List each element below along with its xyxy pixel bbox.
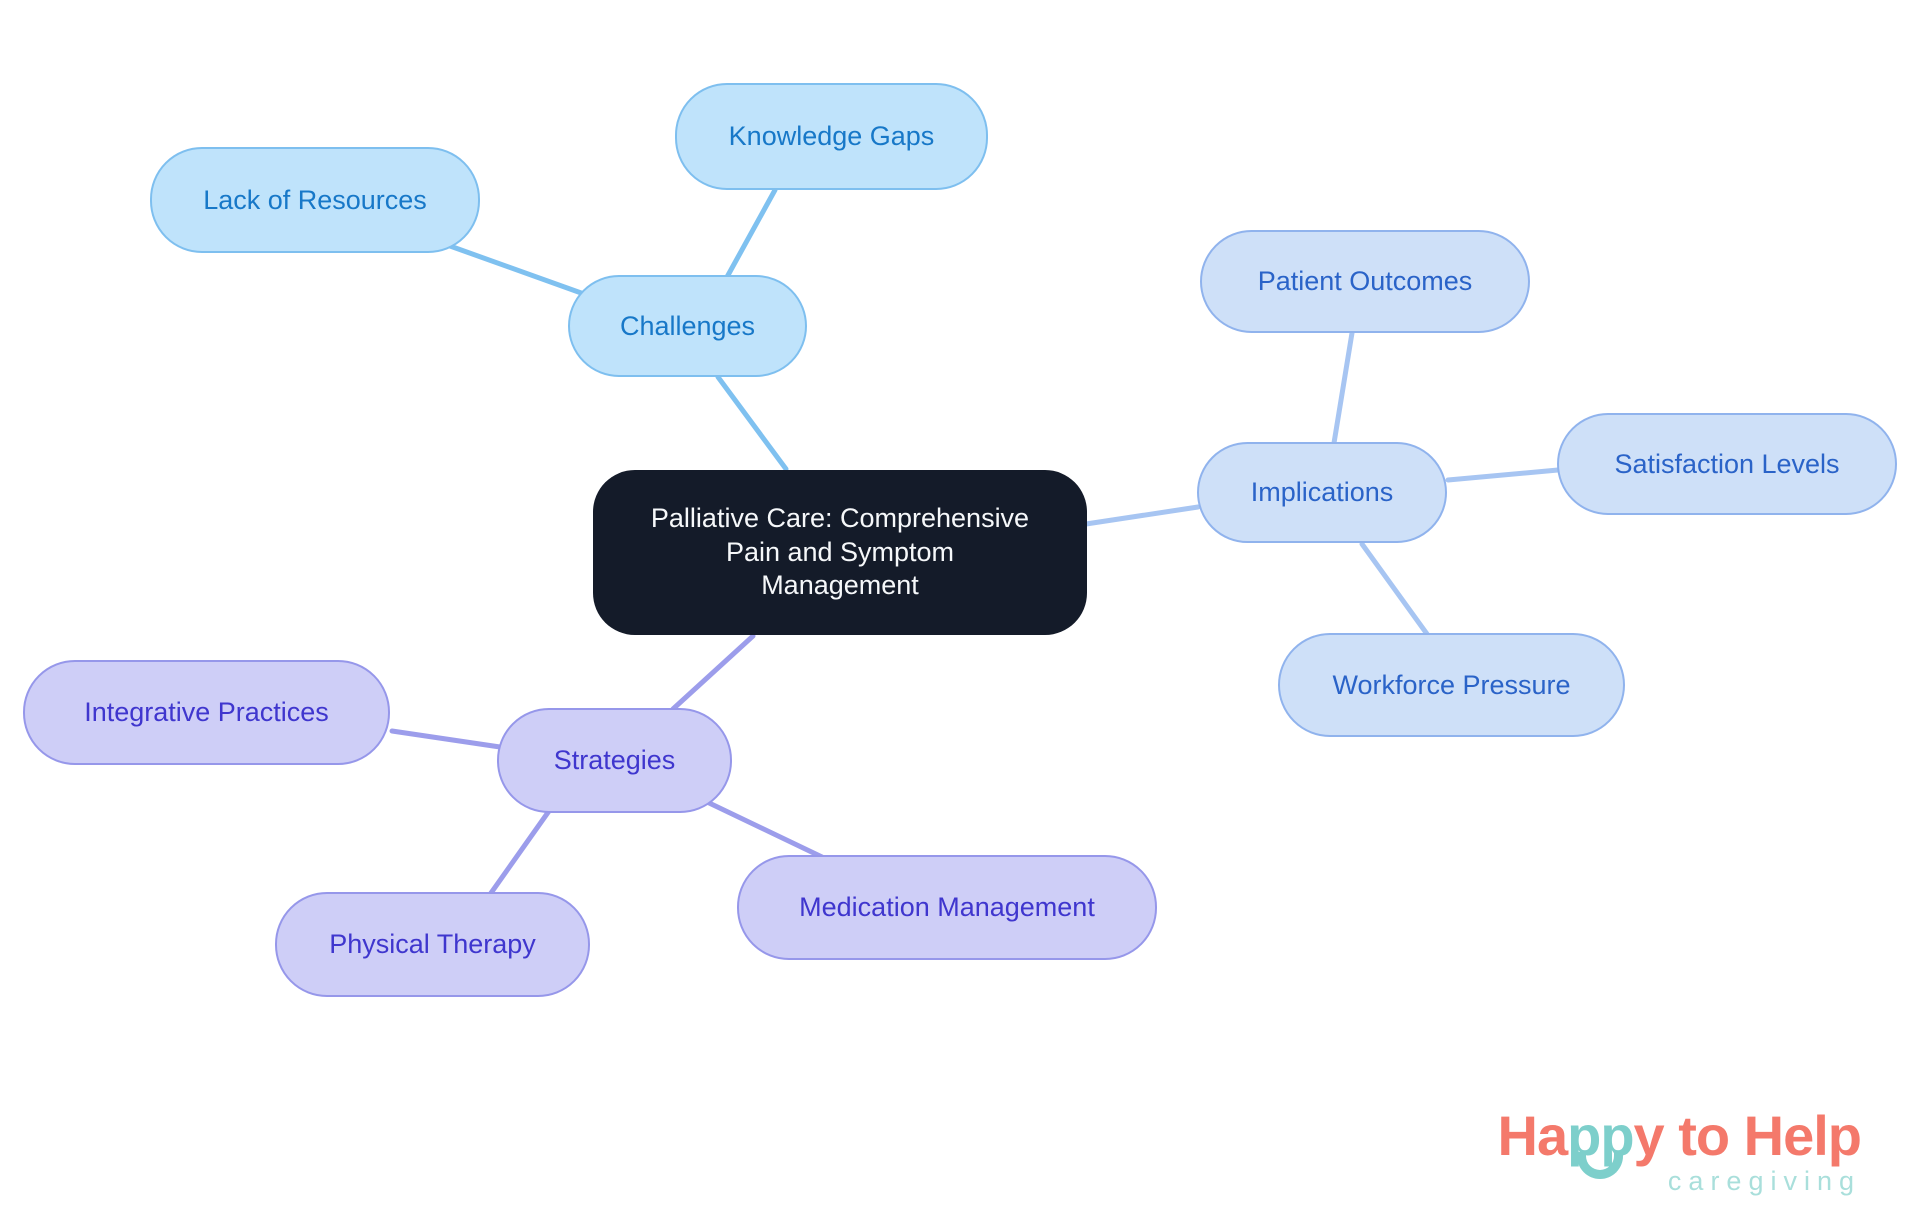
node-physical-therapy[interactable]: Physical Therapy bbox=[275, 892, 590, 997]
edge-challenges-to-center bbox=[715, 374, 789, 472]
node-label: Lack of Resources bbox=[203, 184, 427, 215]
logo-pp-wrap: pp bbox=[1567, 1108, 1635, 1179]
node-label: Satisfaction Levels bbox=[1614, 448, 1840, 479]
edge-implications-to-satisfaction-levels bbox=[1445, 467, 1561, 483]
node-medication-management[interactable]: Medication Management bbox=[737, 855, 1157, 960]
node-label: Medication Management bbox=[799, 892, 1095, 922]
node-knowledge-gaps[interactable]: Knowledge Gaps bbox=[675, 83, 988, 190]
node-central-topic[interactable]: Palliative Care: Comprehensive Pain and … bbox=[593, 470, 1087, 635]
logo-text-ha: Ha bbox=[1497, 1104, 1569, 1167]
node-label: Physical Therapy bbox=[329, 929, 536, 959]
node-label: Knowledge Gaps bbox=[728, 121, 935, 151]
node-implications[interactable]: Implications bbox=[1197, 442, 1447, 543]
logo-text-rest: y to Help bbox=[1633, 1104, 1862, 1167]
node-challenges[interactable]: Challenges bbox=[568, 275, 807, 377]
node-integrative-practices[interactable]: Integrative Practices bbox=[23, 660, 390, 765]
edge-lack-of-resources-to-challenges bbox=[447, 243, 587, 297]
central-topic-line-2: Pain and Symptom bbox=[725, 536, 955, 567]
edge-strategies-to-medication-management bbox=[702, 798, 825, 860]
node-label: Challenges bbox=[619, 310, 756, 341]
smile-icon bbox=[1577, 1152, 1624, 1179]
edge-strategies-to-physical-therapy bbox=[488, 808, 552, 896]
node-label: Implications bbox=[1250, 477, 1394, 507]
edge-knowledge-gaps-to-challenges bbox=[724, 187, 778, 280]
central-topic-line-1: Palliative Care: Comprehensive bbox=[650, 503, 1030, 534]
edge-center-to-implications bbox=[1083, 504, 1201, 527]
edge-implications-to-workforce-pressure bbox=[1359, 541, 1430, 637]
node-label: Integrative Practices bbox=[84, 697, 329, 727]
edge-patient-outcomes-to-implications bbox=[1331, 330, 1355, 446]
edge-integrative-practices-to-strategies bbox=[389, 728, 503, 750]
node-satisfaction-levels[interactable]: Satisfaction Levels bbox=[1557, 413, 1897, 515]
node-strategies[interactable]: Strategies bbox=[497, 708, 732, 813]
node-label: Workforce Pressure bbox=[1332, 669, 1571, 700]
node-lack-of-resources[interactable]: Lack of Resources bbox=[150, 147, 480, 253]
node-label: Strategies bbox=[553, 745, 676, 775]
central-topic-line-3: Management bbox=[761, 570, 919, 601]
node-workforce-pressure[interactable]: Workforce Pressure bbox=[1278, 633, 1625, 737]
node-label: Patient Outcomes bbox=[1257, 266, 1473, 296]
node-patient-outcomes[interactable]: Patient Outcomes bbox=[1200, 230, 1530, 333]
brand-logo-subtitle: caregiving bbox=[1667, 1166, 1861, 1196]
edge-center-to-strategies bbox=[670, 633, 756, 712]
